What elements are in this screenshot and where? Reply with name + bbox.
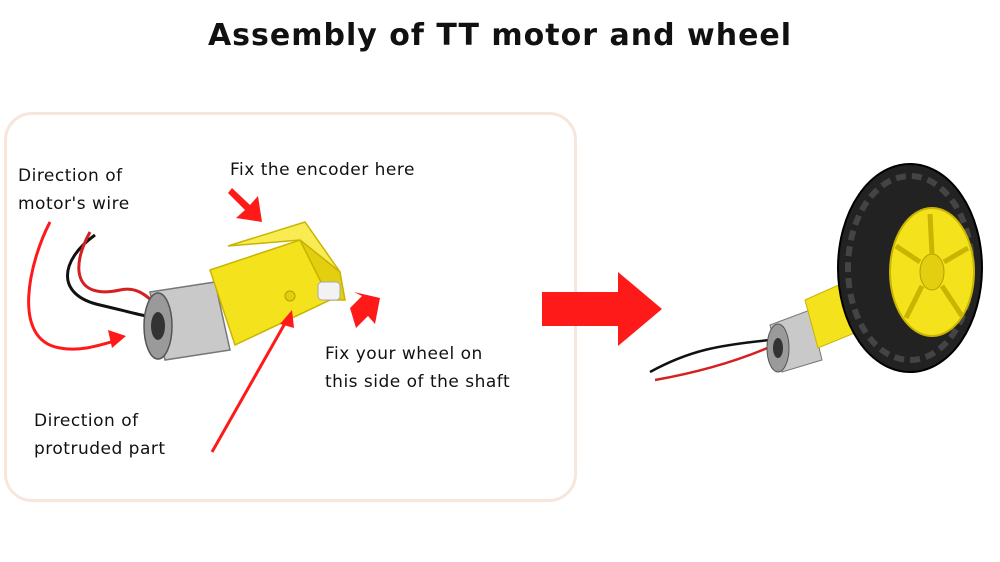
label-wheel-side-line1: Fix your wheel on xyxy=(325,344,483,364)
diagram-title: Assembly of TT motor and wheel xyxy=(207,18,793,53)
label-wheel-side-line2: this side of the shaft xyxy=(325,372,511,392)
label-encoder: Fix the encoder here xyxy=(230,160,415,180)
label-wire-direction: Direction of motor's wire xyxy=(18,162,130,218)
label-wheel-side: Fix your wheel on this side of the shaft xyxy=(325,340,510,396)
assembled-motor-wheel xyxy=(649,163,983,382)
label-wire-direction-line2: motor's wire xyxy=(18,194,130,214)
label-wire-direction-line1: Direction of xyxy=(18,166,123,186)
label-protruded-line2: protruded part xyxy=(34,439,166,459)
label-protruded-line1: Direction of xyxy=(34,411,139,431)
big-right-arrow xyxy=(542,272,662,346)
pointer-arrows xyxy=(27,188,380,453)
tt-motor-left xyxy=(66,221,346,361)
label-protruded: Direction of protruded part xyxy=(34,407,166,463)
